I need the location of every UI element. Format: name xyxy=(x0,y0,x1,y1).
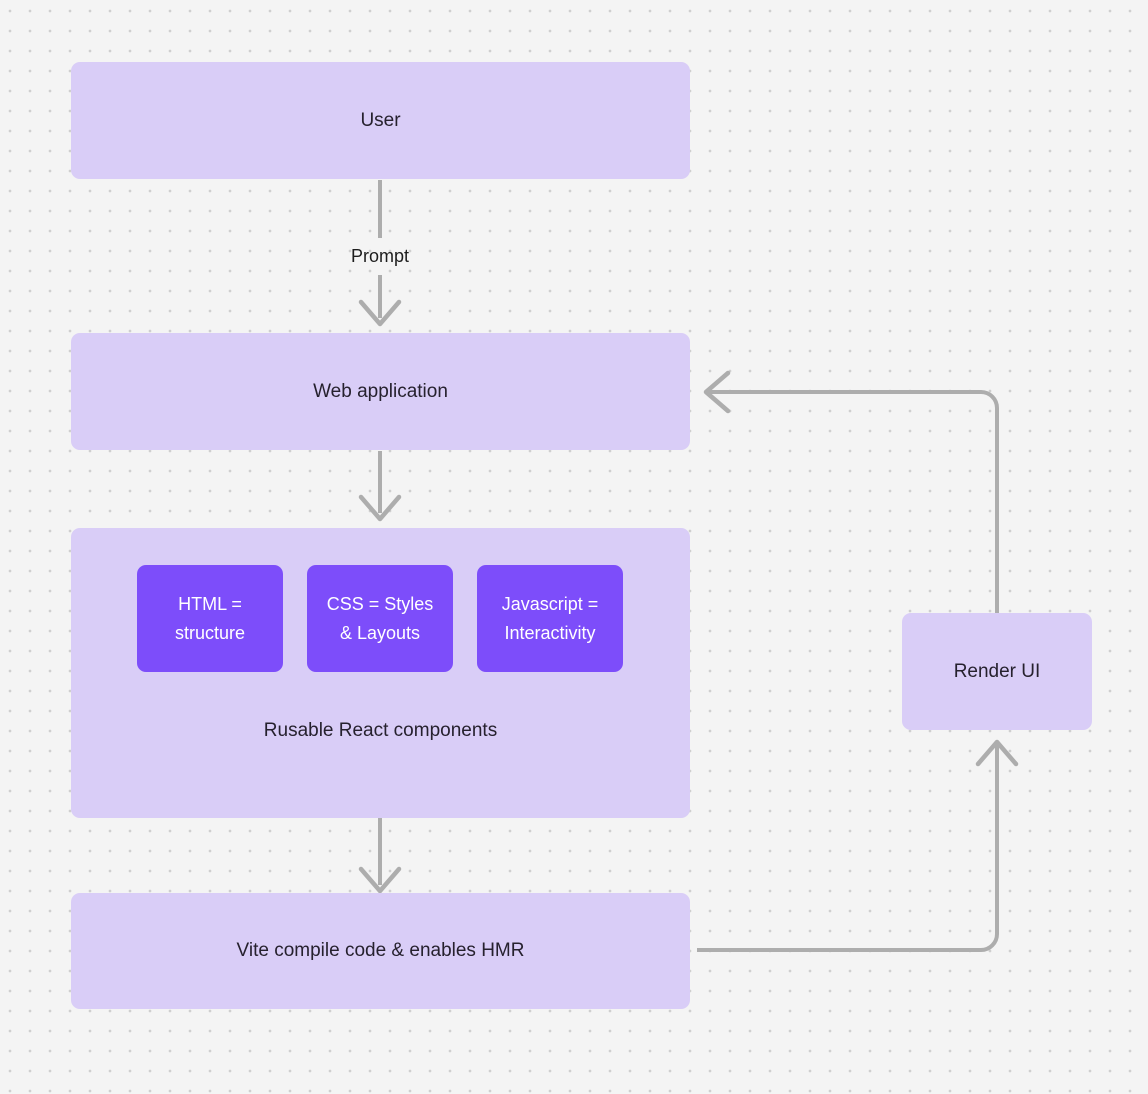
node-web-application[interactable]: Web application xyxy=(71,333,690,450)
node-css-label-line2: & Layouts xyxy=(339,622,421,643)
node-user-label: User xyxy=(360,109,401,131)
node-html-label-line2: structure xyxy=(174,622,246,643)
node-css[interactable]: CSS = Styles & Layouts xyxy=(307,565,453,672)
node-css-label-line1: CSS = Styles xyxy=(326,593,434,614)
node-render-ui[interactable]: Render UI xyxy=(902,613,1092,730)
edge-web-application-to-components xyxy=(358,451,402,522)
node-vite[interactable]: Vite compile code & enables HMR xyxy=(71,893,690,1009)
node-html[interactable]: HTML = structure xyxy=(137,565,283,672)
node-render-ui-label: Render UI xyxy=(953,660,1041,682)
node-javascript[interactable]: Javascript = Interactivity xyxy=(477,565,623,672)
edge-label-prompt: Prompt xyxy=(350,246,410,266)
node-javascript-label-line2: Interactivity xyxy=(504,622,596,643)
edge-vite-to-render-ui xyxy=(697,739,1019,952)
node-vite-label: Vite compile code & enables HMR xyxy=(236,940,525,962)
node-user[interactable]: User xyxy=(71,62,690,179)
node-components-group[interactable]: HTML = structure CSS = Styles & Layouts … xyxy=(71,528,690,818)
edge-render-ui-to-web-application xyxy=(703,370,999,613)
edge-components-to-vite xyxy=(358,818,402,894)
node-javascript-label-line1: Javascript = xyxy=(501,593,599,614)
node-html-label-line1: HTML = xyxy=(178,593,242,614)
components-group-caption: Rusable React components xyxy=(263,720,498,741)
node-web-application-label: Web application xyxy=(313,380,448,402)
